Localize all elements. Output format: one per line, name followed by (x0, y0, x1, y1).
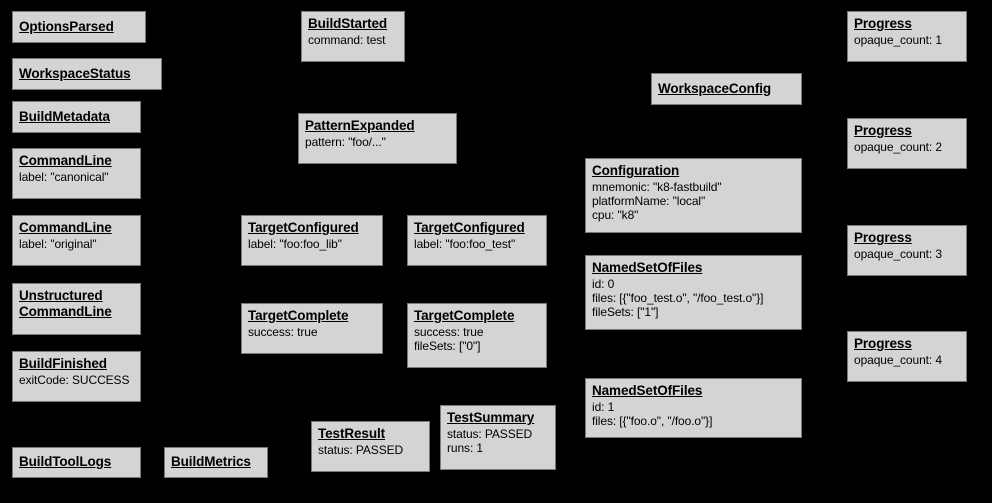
event-node-title: TestSummary (447, 410, 535, 425)
event-node-fields: success: true fileSets: ["0"] (414, 324, 484, 354)
event-node-fields: opaque_count: 2 (854, 139, 942, 154)
event-node-unstructured-command-line[interactable]: Unstructured CommandLine (12, 283, 141, 335)
event-node-build-tool-logs[interactable]: BuildToolLogs (12, 447, 141, 478)
event-node-title: TestResult (318, 426, 386, 441)
event-node-title: PatternExpanded (305, 118, 415, 133)
event-node-fields: exitCode: SUCCESS (19, 372, 130, 387)
event-node-fields: id: 1 files: [{"foo.o", "/foo.o"}] (592, 399, 713, 429)
event-node-fields: opaque_count: 3 (854, 246, 942, 261)
event-node-fields: opaque_count: 1 (854, 32, 942, 47)
event-node-fields: pattern: "foo/..." (305, 134, 386, 149)
event-node-fields: label: "foo:foo_lib" (248, 236, 342, 251)
event-node-title: NamedSetOfFiles (592, 260, 703, 275)
event-node-fields: id: 0 files: [{"foo_test.o", "/foo_test.… (592, 276, 764, 320)
event-node-build-metrics[interactable]: BuildMetrics (164, 447, 268, 478)
event-node-title: BuildToolLogs (19, 454, 112, 470)
event-node-fields: label: "foo:foo_test" (414, 236, 516, 251)
event-node-title: BuildMetadata (19, 108, 110, 124)
event-node-workspace-config[interactable]: WorkspaceConfig (651, 73, 802, 105)
event-node-title: CommandLine (19, 220, 112, 235)
event-node-fields: success: true (248, 324, 318, 339)
event-node-title: OptionsParsed (19, 18, 114, 34)
event-node-title: Progress (854, 336, 912, 351)
event-node-fields: label: "canonical" (19, 169, 109, 184)
event-node-title: WorkspaceStatus (19, 65, 131, 81)
event-node-fields: status: PASSED runs: 1 (447, 426, 533, 456)
event-node-title: NamedSetOfFiles (592, 383, 703, 398)
event-node-fields: status: PASSED (318, 442, 404, 457)
event-node-title: BuildFinished (19, 356, 107, 371)
event-node-fields: opaque_count: 4 (854, 352, 942, 367)
event-node-title: BuildStarted (308, 16, 388, 31)
event-node-title: Progress (854, 123, 912, 138)
event-node-options-parsed[interactable]: OptionsParsed (12, 11, 146, 43)
event-node-title: TargetConfigured (248, 220, 359, 235)
event-node-title: TargetComplete (414, 308, 515, 323)
event-node-fields: mnemonic: "k8-fastbuild" platformName: "… (592, 179, 722, 223)
event-node-workspace-status[interactable]: WorkspaceStatus (12, 58, 162, 90)
event-node-fields: command: test (308, 32, 386, 47)
event-node-title: WorkspaceConfig (658, 80, 772, 96)
event-node-build-metadata[interactable]: BuildMetadata (12, 101, 141, 133)
event-node-title: TargetComplete (248, 308, 349, 323)
event-node-fields: label: "original" (19, 236, 97, 251)
event-node-title: BuildMetrics (171, 454, 251, 470)
event-node-title: Unstructured CommandLine (19, 288, 112, 319)
event-node-title: TargetConfigured (414, 220, 525, 235)
event-node-title: Progress (854, 230, 912, 245)
event-node-title: Progress (854, 16, 912, 31)
event-node-title: Configuration (592, 163, 680, 178)
event-node-title: CommandLine (19, 153, 112, 168)
